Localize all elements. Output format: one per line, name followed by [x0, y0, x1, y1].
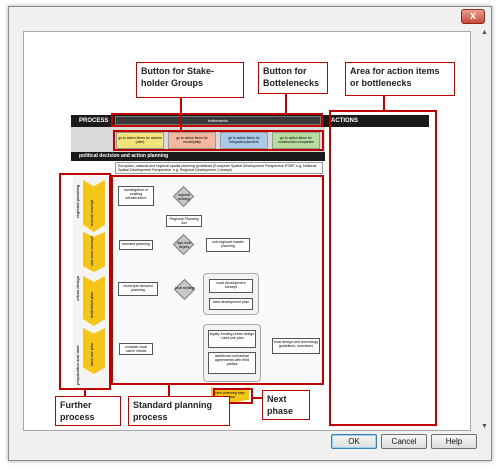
- stakeholder-highlight: [113, 130, 324, 151]
- callout-connector: [84, 390, 86, 396]
- help-button[interactable]: Help: [431, 434, 477, 449]
- flow-step[interactable]: sub-regional master planning: [206, 238, 250, 252]
- stakeholder-button-planners[interactable]: go to action items for integrated planne…: [220, 132, 268, 149]
- phase-chevron[interactable]: [83, 276, 105, 326]
- callout-next-phase: Next phase: [262, 390, 310, 420]
- scroll-up-icon[interactable]: ▲: [481, 29, 488, 36]
- bottlenecks-highlight: [111, 113, 323, 127]
- callout-connector: [383, 96, 385, 111]
- callout-further-process: Further process: [55, 396, 121, 426]
- flow-step[interactable]: Regional Planning Act: [166, 215, 202, 227]
- stakeholder-button-owners[interactable]: go to action items for owners (user): [116, 132, 164, 149]
- further-process-highlight: [59, 173, 111, 390]
- callout-connector: [180, 98, 182, 130]
- ok-button[interactable]: OK: [331, 434, 377, 449]
- standard-process-highlight: [111, 175, 324, 385]
- cancel-button[interactable]: Cancel: [381, 434, 427, 449]
- flow-decision-label: high-level targets: [176, 241, 192, 249]
- flow-decision-label: local strategy: [175, 286, 195, 290]
- callout-connector: [253, 397, 262, 399]
- guidelines-box: European, national and regional spatial …: [115, 162, 323, 174]
- political-header: political decision and action planning: [71, 152, 325, 161]
- flow-step[interactable]: consider local users' needs: [119, 343, 153, 355]
- flow-step[interactable]: local development concept: [209, 279, 253, 293]
- phase-chevron[interactable]: [83, 328, 105, 374]
- phase-chevron[interactable]: [83, 232, 105, 272]
- flow-step[interactable]: demand planning: [119, 240, 153, 250]
- action-area-highlight: [329, 110, 437, 426]
- stakeholder-button-municipality[interactable]: go to action items for municipality: [168, 132, 216, 149]
- close-icon[interactable]: x: [461, 9, 485, 24]
- actions-header: ACTIONS: [325, 115, 429, 127]
- stakeholder-button-construction[interactable]: go to action items for construction comp…: [272, 132, 320, 149]
- flow-step[interactable]: local design and technology guidelines, …: [272, 338, 320, 354]
- flow-step[interactable]: investigation of existing infrastructure: [118, 186, 154, 206]
- callout-standard-process: Standard planning process: [128, 396, 230, 426]
- flow-step[interactable]: municipal demand planning: [118, 282, 158, 296]
- callout-bottlenecks: Button for Bottelenecks: [258, 62, 328, 94]
- scroll-down-icon[interactable]: ▼: [481, 423, 488, 430]
- bottlenecks-button[interactable]: bottlenecks: [115, 116, 321, 125]
- phase-chevron[interactable]: [83, 180, 105, 232]
- callout-stakeholder: Button for Stake-holder Groups: [136, 62, 244, 98]
- flow-step[interactable]: land development plan: [209, 298, 253, 310]
- callout-action-area: Area for action items or bottlenecks: [345, 62, 455, 96]
- flow-decision-label: regional strategy: [177, 193, 191, 201]
- callout-connector: [285, 94, 287, 114]
- callout-connector: [168, 385, 170, 396]
- flow-step[interactable]: legally binding urban design / land use …: [208, 330, 256, 348]
- flow-step[interactable]: additional contractual agreements with t…: [208, 352, 256, 374]
